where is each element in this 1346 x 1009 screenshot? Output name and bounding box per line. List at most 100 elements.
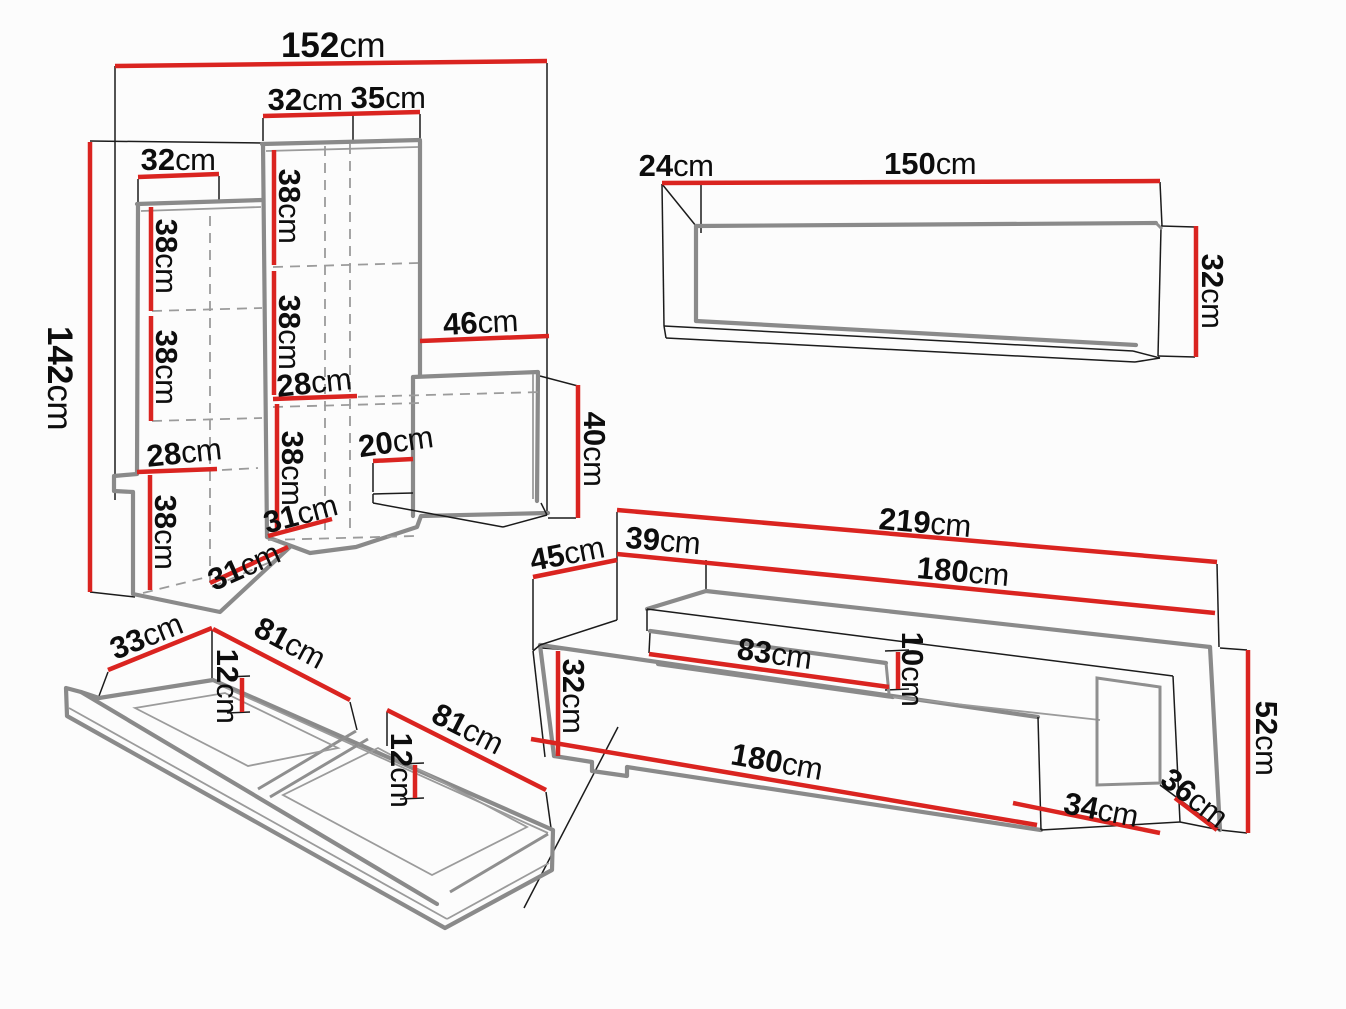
drawing-stroke xyxy=(269,737,369,799)
drawing-stroke xyxy=(1037,716,1042,831)
drawing-stroke xyxy=(78,689,440,907)
dim-line-desk-width xyxy=(419,333,550,344)
drawing-stroke xyxy=(644,588,709,612)
dim-label-tv-side-niche: 34cm xyxy=(1061,785,1141,834)
drawing-stroke xyxy=(260,141,270,540)
drawing-stroke xyxy=(1157,227,1162,357)
dim-line-tv-total-width xyxy=(616,507,1218,565)
dim-label-tv-total-height: 52cm xyxy=(1249,701,1284,776)
dim-label-drawer1-height: 12cm xyxy=(210,649,245,724)
drawing-stroke xyxy=(281,746,529,877)
dim-line-desk-depth xyxy=(372,456,414,464)
dim-label-tv-total-depth: 45cm xyxy=(527,529,607,578)
drawing-stroke xyxy=(693,318,1139,348)
shelving-unit-drawing: 152cm 32cm 35cm 32cm 142cm 38cm 38cm 28c… xyxy=(40,26,612,615)
dim-line-tv-cabinet-width xyxy=(530,736,1038,828)
dim-line-left-opening xyxy=(136,466,218,475)
drawing-stroke xyxy=(540,502,548,516)
dim-line-tv-total-depth xyxy=(532,557,618,580)
drawing-stroke xyxy=(523,726,619,909)
drawing-stroke xyxy=(449,832,549,894)
tv-stand-drawing: 219cm 45cm 39cm 180cm 83cm 10cm 32cm 180… xyxy=(527,501,1284,836)
drawing-stroke xyxy=(399,797,425,800)
drawing-stroke xyxy=(647,628,889,666)
drawing-stroke xyxy=(134,197,266,207)
dim-label-left-shelf-3: 38cm xyxy=(148,495,183,570)
dim-label-desk-width: 46cm xyxy=(442,303,519,342)
dim-label-shelving-total-width: 152cm xyxy=(281,26,385,65)
dim-label-desk-height: 40cm xyxy=(577,412,612,487)
dim-label-tv-niche-width: 83cm xyxy=(735,631,814,676)
drawing-stroke xyxy=(221,467,259,471)
dim-line-tv-top xyxy=(616,551,1216,616)
dim-line-left-column-width xyxy=(137,171,220,180)
drawing-stroke xyxy=(257,729,357,791)
drawing-stroke xyxy=(111,202,293,615)
dim-label-drawer2-height: 12cm xyxy=(384,733,419,808)
drawing-stroke xyxy=(502,514,548,528)
dim-line-drawer2-width xyxy=(385,707,548,793)
dim-label-shelf-height: 32cm xyxy=(1195,254,1230,329)
drawing-stroke xyxy=(665,337,1136,363)
dim-label-drawer-depth: 33cm xyxy=(105,606,187,666)
dim-line-drawer-depth xyxy=(107,625,213,673)
drawing-stroke xyxy=(1040,821,1181,831)
dim-line-right-column-top xyxy=(262,109,421,119)
drawing-stroke xyxy=(1154,221,1164,231)
drawing-stroke xyxy=(1219,829,1248,834)
drawing-stroke xyxy=(140,206,262,212)
dim-label-drawer1-width: 81cm xyxy=(249,610,331,676)
drawing-stroke xyxy=(259,137,423,147)
drawing-stroke xyxy=(272,262,419,268)
drawing-stroke xyxy=(372,502,504,528)
drawing-stroke xyxy=(372,492,414,495)
dim-label-shelf-depth: 24cm xyxy=(639,148,714,183)
drawing-stroke xyxy=(98,671,109,697)
dim-label-left-column-width: 32cm xyxy=(141,142,216,177)
drawing-stroke xyxy=(1219,647,1248,651)
dim-line-shelf-length xyxy=(661,178,1161,186)
drawing-stroke xyxy=(539,619,618,646)
drawing-stroke xyxy=(663,325,667,339)
drawing-stroke xyxy=(410,369,541,519)
drawing-stroke xyxy=(226,711,251,714)
wall-shelf-drawing: 24cm 150cm 32cm xyxy=(639,146,1230,363)
dim-line-shelving-total-width xyxy=(114,58,548,69)
drawing-stroke xyxy=(545,791,552,829)
dim-label-right-shelf-1: 38cm xyxy=(272,169,307,244)
dim-label-right-shelf-3: 38cm xyxy=(275,431,310,506)
dim-label-tv-niche-height: 10cm xyxy=(895,632,930,707)
dim-label-right-column-depth: 35cm xyxy=(351,80,426,115)
dim-line-right-opening xyxy=(272,393,358,402)
drawing-stroke xyxy=(537,642,557,759)
dim-label-tv-total-width: 219cm xyxy=(878,501,973,544)
drawing-stroke xyxy=(89,140,263,144)
drawing-stroke xyxy=(1132,350,1161,359)
dim-label-right-bottom-depth: 31cm xyxy=(260,487,341,540)
dim-label-left-shelf-1: 38cm xyxy=(149,219,184,294)
drawing-stroke xyxy=(1095,676,1162,787)
drawing-stroke xyxy=(648,632,651,654)
drawing-stroke xyxy=(132,692,341,767)
dim-label-tv-top-depth: 39cm xyxy=(624,520,702,561)
dim-label-right-shelf-2: 38cm xyxy=(272,295,307,370)
drawing-stroke xyxy=(226,675,251,678)
drawing-stroke xyxy=(63,677,556,931)
dim-label-tv-cabinet-width: 180cm xyxy=(728,736,825,786)
drawing-stroke xyxy=(265,146,419,152)
drawing-stroke xyxy=(655,661,896,700)
dim-label-shelf-length: 150cm xyxy=(884,146,976,181)
dim-label-right-opening: 28cm xyxy=(275,361,353,404)
drawing-stroke xyxy=(1159,181,1163,227)
drawing-stroke xyxy=(703,588,1213,650)
drawing-stroke xyxy=(532,644,541,652)
drawing-stroke xyxy=(1216,563,1220,648)
drawing-stroke xyxy=(68,707,448,920)
dim-label-shelving-height: 142cm xyxy=(40,326,79,430)
drawing-stroke xyxy=(1172,675,1181,823)
drawing-stroke xyxy=(663,325,1134,352)
dim-line-tv-side-niche xyxy=(1012,800,1161,836)
dim-line-tv-side-depth xyxy=(1173,796,1219,832)
